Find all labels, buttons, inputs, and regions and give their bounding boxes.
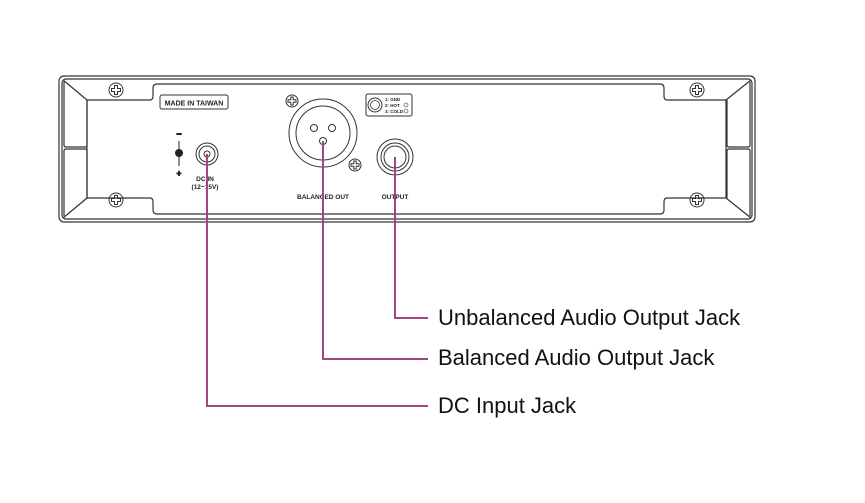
leader-lines [206,141,428,407]
xlr-pinout-legend: 1: GND 2: HOT 3: COLD [365,93,413,117]
callout-balanced: Balanced Audio Output Jack [438,345,715,370]
chassis-outer [58,75,756,223]
polarity-plus: + [177,169,182,178]
dc-in-voltage-label: (12~15V) [192,184,219,191]
screw-icon [108,192,124,208]
leader-balanced [322,141,428,360]
polarity-minus: − [176,129,181,139]
screw-icon [689,82,705,98]
pinout-hot: 2: HOT [385,103,400,108]
screw-icon [108,82,124,98]
dc-in-label: DC IN [196,176,214,183]
pinout-gnd: 1: GND [385,97,401,102]
screw-icon [348,158,362,172]
callout-dc: DC Input Jack [438,393,577,418]
screw-icon [689,192,705,208]
leader-dc [206,154,428,407]
made-in-label: MADE IN TAIWAN [159,94,229,110]
chassis-inner [61,78,753,220]
pinout-cold: 3: COLD [385,109,404,114]
screw-icon [285,94,299,108]
made-in-text: MADE IN TAIWAN [165,101,224,108]
screws [108,82,705,208]
leader-unbalanced [394,157,428,319]
chassis [58,75,756,223]
callout-unbalanced: Unbalanced Audio Output Jack [438,305,741,330]
polarity-icon: − + [175,129,183,179]
